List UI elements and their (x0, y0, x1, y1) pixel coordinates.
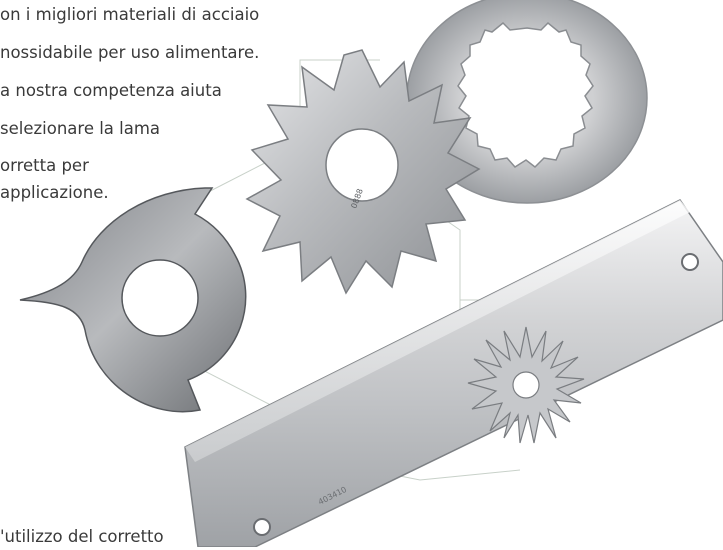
hook-blade (19, 187, 247, 413)
long-blade: 403410 (184, 199, 723, 547)
small-spiky-blade (467, 326, 585, 444)
star-blade: 0888 (245, 49, 481, 295)
